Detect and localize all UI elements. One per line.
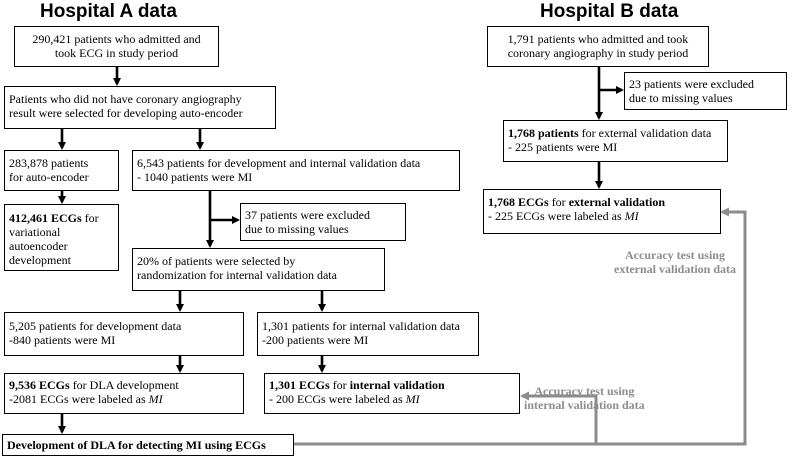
- ae-patients-line-1: 283,878 patients: [9, 156, 89, 170]
- development-dla-text: Development of DLA for detecting MI usin…: [7, 438, 266, 452]
- ae-ecgs-count: 412,461 ECGs: [9, 211, 82, 225]
- admitted-line-1: 290,421 patients who admitted and: [32, 32, 201, 46]
- development-patients-box: 5,205 patients for development data -840…: [4, 312, 244, 356]
- internal-ecgs-for: for: [329, 378, 350, 392]
- autoencoder-patients-box: 283,878 patients for auto-encoder: [4, 150, 119, 191]
- b-ext-patients-for: for external validation data: [578, 126, 712, 140]
- autoencoder-ecgs-box: 412,461 ECGs for variational autoencoder…: [4, 204, 119, 271]
- b-excluded-line-1: 23 patients were excluded: [629, 77, 754, 91]
- hospital-b-title: Hospital B data: [540, 1, 679, 22]
- internal-ecgs-box: 1,301 ECGs for internal validation - 200…: [264, 373, 520, 414]
- ae-ecgs-line-2: variational: [9, 225, 61, 239]
- accuracy-internal-line-1: Accuracy test using: [534, 384, 635, 398]
- internal-patients-line-1: 1,301 patients for internal validation d…: [262, 319, 460, 333]
- b-admitted-box: 1,791 patients who admitted and took cor…: [487, 26, 709, 67]
- accuracy-arrow-external: [293, 207, 747, 446]
- accuracy-note-internal: Accuracy test using internal validation …: [524, 384, 645, 412]
- internal-ecgs-mi: MI: [405, 392, 420, 406]
- dev-internal-line-1: 6,543 patients for development and inter…: [137, 156, 421, 170]
- b-ext-ecgs-line-1: 1,768 ECGs for external validation: [488, 195, 716, 209]
- dla-ecgs-for: for DLA development: [69, 378, 179, 392]
- randomization-box: 20% of patients were selected by randomi…: [132, 248, 385, 291]
- b-ext-ecgs-purpose: external validation: [568, 195, 666, 209]
- internal-ecgs-count: 1,301 ECGs: [269, 378, 330, 392]
- b-external-patients-box: 1,768 patients for external validation d…: [503, 120, 728, 162]
- accuracy-arrow-internal: [520, 391, 598, 444]
- dla-ecgs-count: 9,536 ECGs: [9, 378, 70, 392]
- dla-ecgs-line-1: 9,536 ECGs for DLA development: [9, 378, 239, 392]
- accuracy-internal-line-2: internal validation data: [524, 398, 645, 412]
- ae-ecgs-for: for: [81, 211, 99, 225]
- ae-ecgs-line-1: 412,461 ECGs for: [9, 211, 114, 225]
- b-admitted-line-1: 1,791 patients who admitted and took: [507, 32, 689, 46]
- dla-ecgs-mi: MI: [148, 392, 163, 406]
- hospital-a-title: Hospital A data: [40, 1, 177, 22]
- randomization-line-2: randomization for internal validation da…: [137, 268, 337, 282]
- excluded-a-line-2: due to missing values: [245, 222, 349, 236]
- dev-patients-line-1: 5,205 patients for development data: [9, 319, 182, 333]
- b-ext-ecgs-mi: MI: [624, 209, 639, 223]
- b-ext-ecgs-line-2: - 225 ECGs were labeled as MI: [488, 209, 716, 223]
- dev-internal-box: 6,543 patients for development and inter…: [132, 150, 460, 191]
- dla-ecgs-line-2: -2081 ECGs were labeled as MI: [9, 392, 239, 406]
- dla-ecgs-label: -2081 ECGs were labeled as: [9, 392, 149, 406]
- internal-patients-line-2: -200 patients were MI: [262, 333, 369, 347]
- internal-ecgs-line-2: - 200 ECGs were labeled as MI: [269, 392, 515, 406]
- ae-ecgs-line-4: development: [9, 253, 71, 267]
- b-excluded-line-2: due to missing values: [629, 91, 733, 105]
- no-angiography-box: Patients who did not have coronary angio…: [4, 86, 276, 129]
- admitted-line-2: took ECG in study period: [54, 46, 179, 60]
- no-angiography-line-1: Patients who did not have coronary angio…: [9, 92, 242, 106]
- ae-patients-line-2: for auto-encoder: [9, 170, 89, 184]
- dev-internal-line-2: - 1040 patients were MI: [137, 170, 253, 184]
- excluded-a-line-1: 37 patients were excluded: [245, 208, 370, 222]
- accuracy-external-line-1: Accuracy test using: [625, 248, 725, 262]
- dev-patients-line-2: -840 patients were MI: [9, 333, 116, 347]
- accuracy-external-line-2: external validation data: [614, 262, 736, 276]
- internal-ecgs-label: - 200 ECGs were labeled as: [269, 392, 406, 406]
- internal-ecgs-purpose: internal validation: [349, 378, 445, 392]
- b-excluded-box: 23 patients were excluded due to missing…: [624, 72, 787, 110]
- b-ext-ecgs-for: for: [548, 195, 569, 209]
- ae-ecgs-line-3: autoencoder: [9, 239, 68, 253]
- dla-ecgs-box: 9,536 ECGs for DLA development -2081 ECG…: [4, 373, 244, 414]
- excluded-a-box: 37 patients were excluded due to missing…: [240, 203, 406, 241]
- b-ext-patients-count: 1,768 patients: [508, 126, 579, 140]
- b-ext-patients-line-2: - 225 patients were MI: [508, 140, 618, 154]
- b-ext-patients-line-1: 1,768 patients for external validation d…: [508, 126, 723, 140]
- internal-ecgs-line-1: 1,301 ECGs for internal validation: [269, 378, 515, 392]
- accuracy-note-external: Accuracy test using external validation …: [614, 248, 736, 276]
- randomization-line-1: 20% of patients were selected by: [137, 254, 296, 268]
- b-external-ecgs-box: 1,768 ECGs for external validation - 225…: [483, 189, 721, 234]
- b-admitted-line-2: coronary angiography in study period: [507, 46, 689, 60]
- no-angiography-line-2: result were selected for developing auto…: [9, 106, 243, 120]
- b-ext-ecgs-count: 1,768 ECGs: [488, 195, 549, 209]
- admitted-patients-box: 290,421 patients who admitted and took E…: [14, 26, 219, 67]
- b-ext-ecgs-label: - 225 ECGs were labeled as: [488, 209, 625, 223]
- development-dla-box: Development of DLA for detecting MI usin…: [2, 434, 294, 456]
- internal-patients-box: 1,301 patients for internal validation d…: [257, 312, 479, 356]
